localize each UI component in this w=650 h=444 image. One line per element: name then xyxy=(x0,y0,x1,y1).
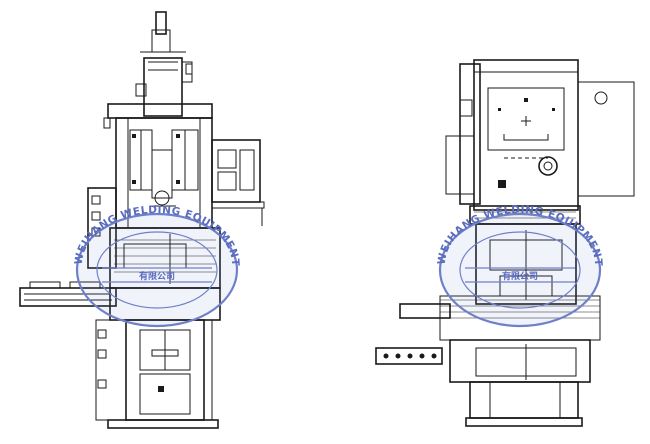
stamp-cn-left: 有限公司 xyxy=(139,270,175,282)
worktable-arm xyxy=(19,287,117,307)
cylinder-rod-top xyxy=(155,11,167,35)
front-lower-base xyxy=(469,381,579,419)
control-box xyxy=(211,139,261,203)
side-cabinet xyxy=(577,81,635,197)
air-cylinder xyxy=(143,57,183,117)
front-welding-head xyxy=(475,223,577,305)
floor-plate-left xyxy=(107,419,219,429)
stamp-cn-right: 有限公司 xyxy=(502,270,538,282)
watermark-stamp-right: WEIHANG WELDING EQUIPMENT 有限公司 xyxy=(436,204,604,328)
front-control-cabinet xyxy=(473,59,579,211)
watermark-stamp-left: WEIHANG WELDING EQUIPMENT 有限公司 xyxy=(73,204,241,328)
rotary-knob xyxy=(538,156,558,176)
floor-plate-right xyxy=(465,417,583,427)
side-view xyxy=(19,11,265,429)
front-panel-display xyxy=(487,87,565,151)
front-fixture-arm xyxy=(375,347,443,365)
front-view xyxy=(375,59,635,427)
